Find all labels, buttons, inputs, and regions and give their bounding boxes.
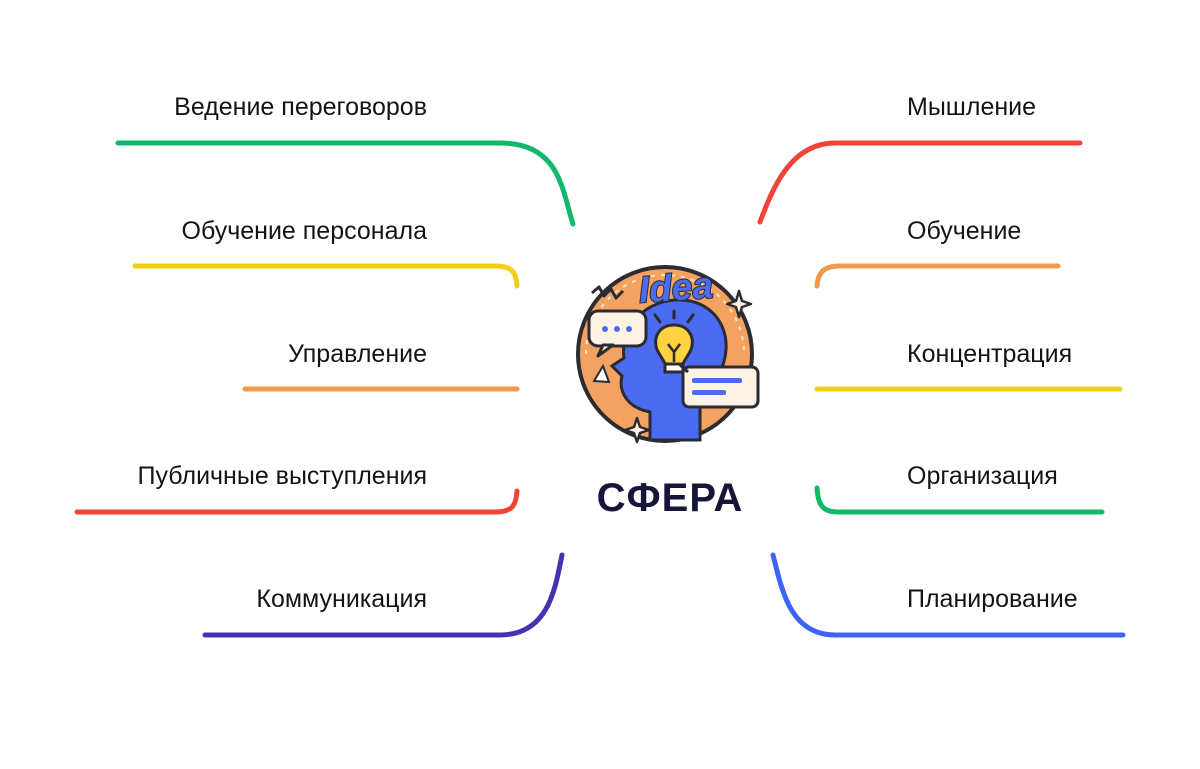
- branch-label-right-5: Планирование: [907, 585, 1078, 613]
- branch-label-left-1: Ведение переговоров: [174, 93, 427, 121]
- branch-label-right-4: Организация: [907, 462, 1058, 490]
- branch-line-right-5: [770, 552, 1126, 638]
- branch-label-right-3: Концентрация: [907, 340, 1073, 368]
- idea-word: Idea: [637, 264, 714, 310]
- branch-label-left-2: Обучение персонала: [181, 217, 428, 245]
- branch-line-left-1: [115, 140, 576, 227]
- branch-line-right-1: [757, 140, 1083, 225]
- branch-label-left-3: Управление: [288, 340, 427, 368]
- branch-line-left-4: [74, 488, 520, 515]
- center-title: СФЕРА: [596, 476, 744, 520]
- branch-line-right-4: [814, 485, 1105, 515]
- branch-line-right-2: [814, 263, 1061, 289]
- branch-label-right-1: Мышление: [907, 93, 1037, 121]
- branch-label-left-5: Коммуникация: [256, 585, 427, 613]
- head-with-lightbulb-icon: Idea: [576, 263, 760, 444]
- branch-label-left-4: Публичные выступления: [137, 462, 427, 490]
- branch-line-left-5: [202, 552, 565, 638]
- branch-line-left-2: [132, 263, 520, 289]
- branch-label-right-2: Обучение: [907, 217, 1022, 245]
